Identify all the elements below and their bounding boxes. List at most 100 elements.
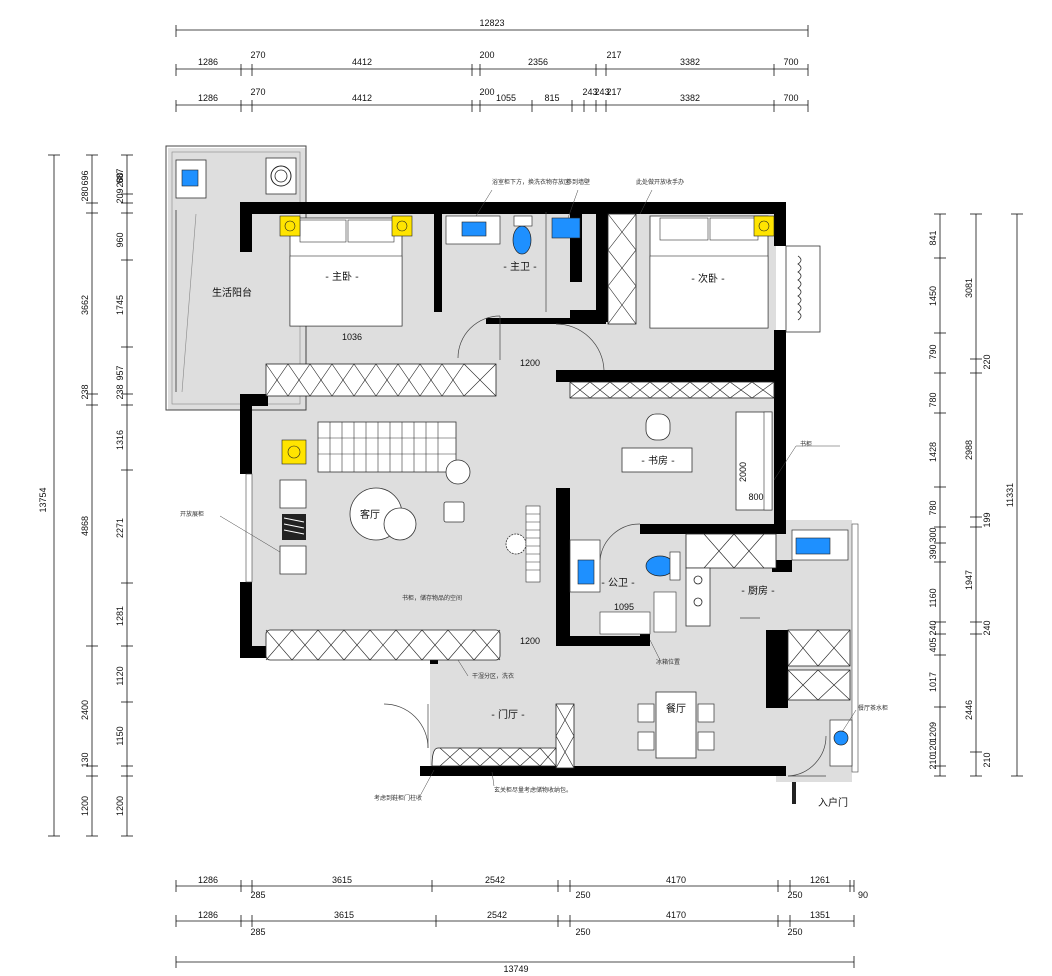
- door-width-living: 1200: [520, 636, 540, 646]
- right-mid-0: 3081: [964, 278, 974, 298]
- wardrobe: [265, 363, 497, 397]
- top-dim-3-8: 217: [606, 87, 621, 97]
- note-entrance-bench: 考虑到鞋柜门柱收: [374, 794, 422, 802]
- right-inner-11: 1017: [928, 672, 938, 692]
- left-dimensions: 13754 280 696 3662 238 4868 2400 130 120…: [38, 154, 133, 837]
- right-inner-10: 405: [928, 637, 938, 652]
- room-kitchen: - 厨房 -: [741, 584, 775, 597]
- top-dim-3-6: 243: [582, 87, 597, 97]
- bottom-dim-2-7: 1351: [810, 910, 830, 920]
- right-inner-14: 120: [928, 740, 938, 755]
- bottom-dim-1-0: 1286: [198, 875, 218, 885]
- right-inner-1: 1450: [928, 286, 938, 306]
- left-outer-6: 130: [80, 752, 90, 767]
- left-inner-6: 238: [115, 384, 125, 399]
- top-dimensions: 12823 1286 270 4412 200 2356 217 3382 70…: [175, 18, 809, 112]
- left-inner-11: 1150: [115, 726, 125, 745]
- shower-icon: [551, 217, 581, 239]
- right-inner-3: 780: [928, 392, 938, 407]
- right-inner-7: 390: [928, 544, 938, 559]
- wardrobe: [607, 213, 637, 325]
- bottom-dim-1-4: 250: [575, 890, 590, 900]
- bottom-dim-1-7: 1261: [810, 875, 830, 885]
- master-bath: - 主卫 - 浴室柜下方，换洗衣物存放区 移到墙壁: [445, 178, 590, 312]
- stove-icon: [685, 567, 711, 627]
- bottom-dim-2-4: 250: [575, 927, 590, 937]
- door-width-hall: 1200: [520, 358, 540, 368]
- chair-icon: [697, 731, 715, 751]
- top-dim-3-9: 3382: [680, 93, 700, 103]
- top-dim-3-10: 700: [783, 93, 798, 103]
- display-rack: [525, 505, 541, 583]
- right-mid-3: 199: [982, 512, 992, 527]
- top-dim-3-0: 1286: [198, 93, 218, 103]
- right-dimensions: 841 1450 790 780 1428 780 300 390 1160 2…: [928, 213, 1023, 777]
- master-wall-mark: 1036: [342, 332, 362, 342]
- sink-icon: [577, 559, 595, 585]
- left-outer-0: 280: [80, 186, 90, 201]
- room-living-room: 客厅: [360, 508, 380, 521]
- left-inner-0: 280: [115, 172, 125, 187]
- sink-icon: [461, 221, 487, 237]
- top-dim-2-2: 4412: [352, 57, 372, 67]
- bottom-dimensions: 1286 285 3615 2542 250 4170 250 1261 90 …: [175, 875, 868, 974]
- bookshelf: [569, 381, 775, 399]
- bottom-dim-1-5: 4170: [666, 875, 686, 885]
- study-wall-mark-a: 2000: [738, 462, 748, 482]
- sofa: [317, 421, 457, 473]
- right-inner-4: 1428: [928, 442, 938, 462]
- second-bedroom: - 次卧 - 此处做开放收手办: [607, 178, 821, 333]
- left-inner-2: 687: [115, 168, 125, 183]
- kitchen: - 厨房 - 冰箱位置: [649, 523, 859, 773]
- top-dim-2-6: 3382: [680, 57, 700, 67]
- plant-icon: [505, 533, 527, 555]
- lamp-icon: [391, 215, 413, 237]
- note-shoe: 玄关柜尽量考虑储物收纳包。: [494, 786, 572, 794]
- note-study-wall: 书柜: [800, 440, 812, 448]
- lamp-icon: [279, 215, 301, 237]
- right-mid-6: 2446: [964, 700, 974, 720]
- left-inner-10: 1120: [115, 666, 125, 685]
- right-inner-6: 300: [928, 527, 938, 542]
- room-second-bedroom: - 次卧 -: [691, 272, 725, 285]
- note-mirror-cabinet: 移到墙壁: [566, 178, 590, 186]
- bottom-dim-2-5: 4170: [666, 910, 686, 920]
- right-inner-9: 240: [928, 620, 938, 635]
- study: - 书房 - 2000 800 书柜: [569, 381, 840, 511]
- room-public-bath: - 公卫 -: [601, 578, 635, 589]
- ottoman: [443, 501, 465, 523]
- left-outer-3: 238: [80, 384, 90, 399]
- right-inner-5: 780: [928, 500, 938, 515]
- study-wall-mark-b: 800: [748, 492, 763, 502]
- top-dim-2-0: 1286: [198, 57, 218, 67]
- top-dim-2-4: 2356: [528, 57, 548, 67]
- left-outer-7: 1200: [80, 796, 90, 816]
- note-bath-storage: 浴室柜下方，换洗衣物存放区: [492, 178, 570, 186]
- desk: [621, 447, 693, 473]
- room-master-bath: - 主卫 -: [503, 261, 537, 273]
- chair-icon: [645, 413, 671, 441]
- left-inner-8: 2271: [115, 518, 125, 538]
- room-study: - 书房 -: [641, 454, 675, 467]
- fridge: [787, 669, 851, 701]
- left-inner-5: 957: [115, 365, 125, 380]
- left-outer-1: 696: [80, 170, 90, 185]
- room-entrance: - 门厅 -: [491, 708, 525, 721]
- top-dim-3-2: 4412: [352, 93, 372, 103]
- bottom-dim-1-2: 3615: [332, 875, 352, 885]
- lamp-icon: [281, 439, 307, 465]
- top-total-label: 12823: [479, 18, 504, 28]
- note-hall: 干湿分区，洗衣: [472, 672, 514, 680]
- note-living: 书柜，储存物品的空间: [402, 594, 462, 602]
- top-dim-3-3: 200: [479, 87, 494, 97]
- top-dim-3-4: 1055: [496, 93, 516, 103]
- right-inner-13: 210: [928, 754, 938, 769]
- entrance-dining: - 门厅 - 干湿分区，洗衣 餐厅 餐厅茶水柜 考虑到鞋柜门柱收: [374, 659, 888, 809]
- left-inner-4: 1745: [115, 295, 125, 315]
- chair-icon: [637, 731, 655, 751]
- kitchen-sink-icon: [795, 537, 831, 555]
- left-outer-4: 4868: [80, 516, 90, 536]
- right-inner-0: 841: [928, 230, 938, 245]
- shoe-cabinet-side: [555, 703, 575, 769]
- pantry: [787, 629, 851, 667]
